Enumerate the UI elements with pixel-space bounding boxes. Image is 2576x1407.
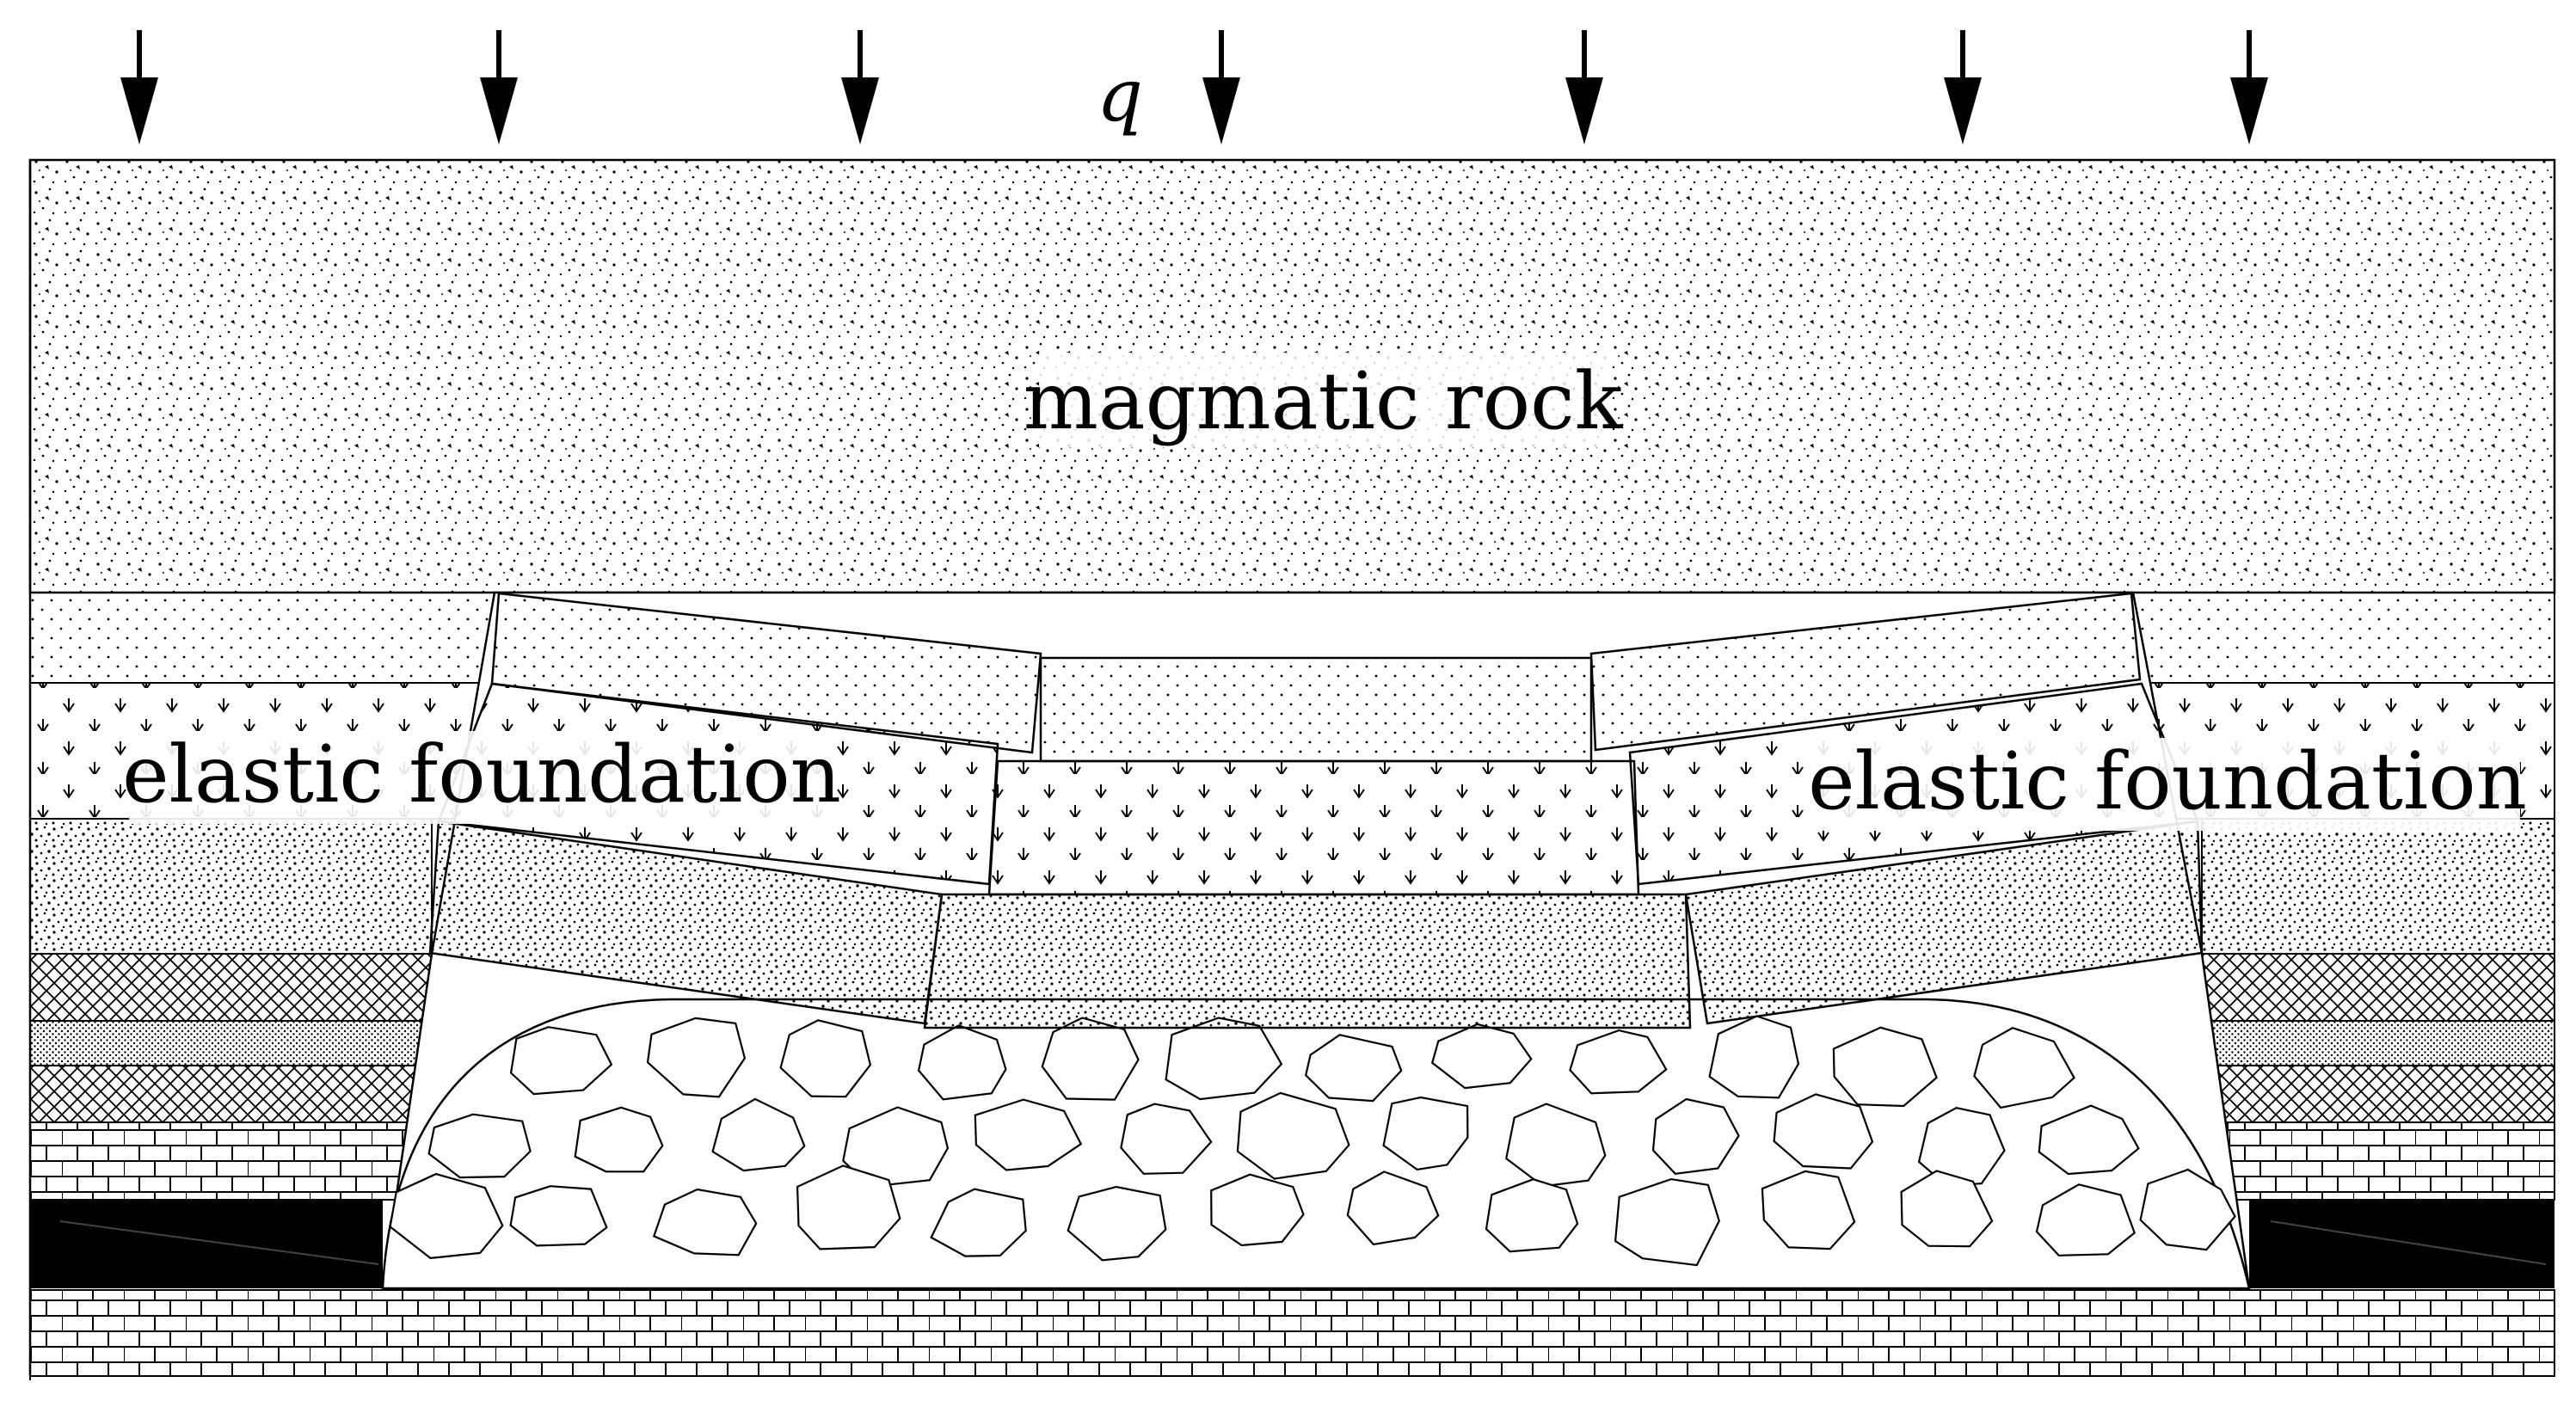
rubble-stone [509,1185,608,1247]
rubble-stone [779,1019,872,1098]
rubble-stone [1485,1178,1579,1253]
elastic-foundation-left-label: elastic foundation [122,728,841,820]
rubble-stone [1210,1173,1305,1247]
left-cross-layer-upper [29,953,433,1022]
rubble-stones [389,1015,2236,1267]
rubble-stone [427,1113,532,1179]
load-arrow [480,30,518,144]
right-limestone-layer [2227,1121,2555,1201]
rubble-stone [389,1172,504,1260]
left-dotted-layer [29,592,500,684]
rubble-stone [1569,1029,1668,1095]
rubble-stone [1651,1097,1740,1175]
block-top-right [1589,592,2142,752]
caved-rubble-zone [381,998,2251,1290]
rubble-stone [796,1164,901,1250]
load-label: q [1097,53,1143,138]
block-low-right [1684,820,2204,1025]
rubble-stone [1900,1170,1994,1248]
rubble-stone [2038,1104,2140,1176]
left-cross-layer-lower [29,1065,433,1123]
elastic-foundation-right-label: elastic foundation [1808,735,2527,827]
block-mid-center [987,759,1640,896]
rubble-stone [842,1106,950,1188]
load-arrow [841,30,879,144]
right-cross-layer-upper [2201,953,2555,1022]
rubble-stone [974,1098,1083,1171]
rubble-stone [711,1097,806,1172]
rubble-stone [1067,1185,1167,1262]
load-arrow [1202,30,1240,144]
load-arrow-group [120,30,2268,144]
load-arrow [2230,30,2268,144]
block-top-left [490,592,1042,754]
magmatic-rock-label: magmatic rock [1024,355,1624,447]
load-arrow [1565,30,1603,144]
rubble-stone [646,1017,747,1098]
left-fine-layer [29,1020,433,1066]
rubble-stone [1973,1027,2075,1109]
rubble-stone [652,1188,758,1256]
broken-blocks [428,592,2204,1029]
load-arrow [1944,30,1982,144]
rubble-stone [509,1026,613,1096]
rubble-stone [1382,1096,1469,1171]
floor-limestone-layer [29,1289,2555,1377]
rubble-stone [2035,1183,2136,1256]
right-cross-layer-lower [2201,1065,2555,1123]
rubble-stone [1236,1091,1350,1180]
left-sandstone-layer [29,818,433,955]
load-arrow [120,30,158,144]
right-dotted-layer [2132,592,2555,684]
block-low-center [923,893,1692,1029]
rubble-stone [2139,1168,2236,1251]
right-sandstone-layer [2201,818,2555,955]
rubble-stone [1504,1103,1607,1188]
rubble-stone [1761,1170,1856,1250]
rubble-stone [1832,1026,1938,1108]
rubble-stone [930,1188,1027,1257]
rubble-stone [1917,1107,2006,1188]
left-coal-seam [30,1200,383,1288]
left-limestone-layer [29,1121,420,1201]
rubble-stone [574,1106,664,1173]
right-coal-seam [2249,1200,2554,1288]
rubble-stone [1708,1015,1800,1099]
block-top-center [1039,656,1593,763]
right-fine-layer [2201,1020,2555,1066]
rubble-stone [917,1024,1007,1101]
rubble-stone [1304,1034,1403,1103]
rubble-stone [1773,1093,1874,1170]
rubble-stone [1346,1170,1440,1246]
rubble-stone [1614,1177,1720,1267]
rubble-stone [1120,1103,1213,1175]
rubble-stone [1430,1023,1533,1090]
